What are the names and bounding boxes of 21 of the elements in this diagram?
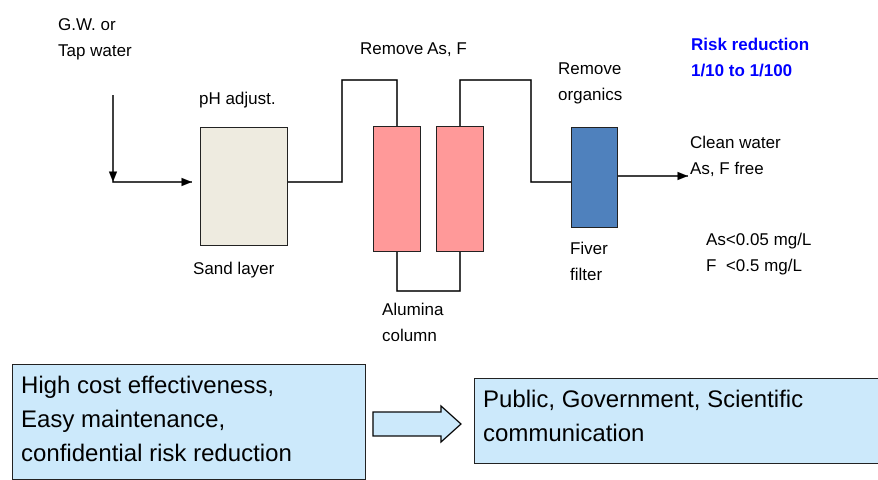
pipe-line bbox=[396, 252, 461, 292]
block-arrow bbox=[372, 404, 462, 444]
arrow bbox=[618, 172, 688, 180]
note: Risk reduction 1/10 to 1/100 bbox=[691, 34, 810, 82]
process-label: Fiver filter bbox=[570, 238, 609, 286]
pipe-line bbox=[288, 79, 398, 183]
process-label: Sand layer bbox=[193, 258, 274, 280]
source-label: G.W. or Tap water bbox=[58, 14, 133, 62]
process-label: pH adjust. bbox=[199, 88, 276, 110]
pipe-line bbox=[459, 79, 571, 183]
process-label: Remove As, F bbox=[360, 38, 467, 60]
output-label: Clean water As, F free bbox=[690, 132, 782, 180]
arrow bbox=[108, 95, 192, 186]
alumina-column bbox=[373, 126, 421, 252]
benefits-box: High cost effectiveness, Easy maintenance, confidential risk reduction bbox=[12, 364, 366, 480]
alumina-column bbox=[436, 126, 484, 252]
limit-value: As<0.05 mg/L bbox=[706, 229, 812, 251]
limit-value: F <0.5 mg/L bbox=[706, 255, 802, 277]
communication-box: Public, Government, Scientific communication bbox=[474, 378, 878, 464]
process-label: Remove organics bbox=[558, 58, 624, 106]
process-label: Alumina column bbox=[382, 299, 444, 347]
